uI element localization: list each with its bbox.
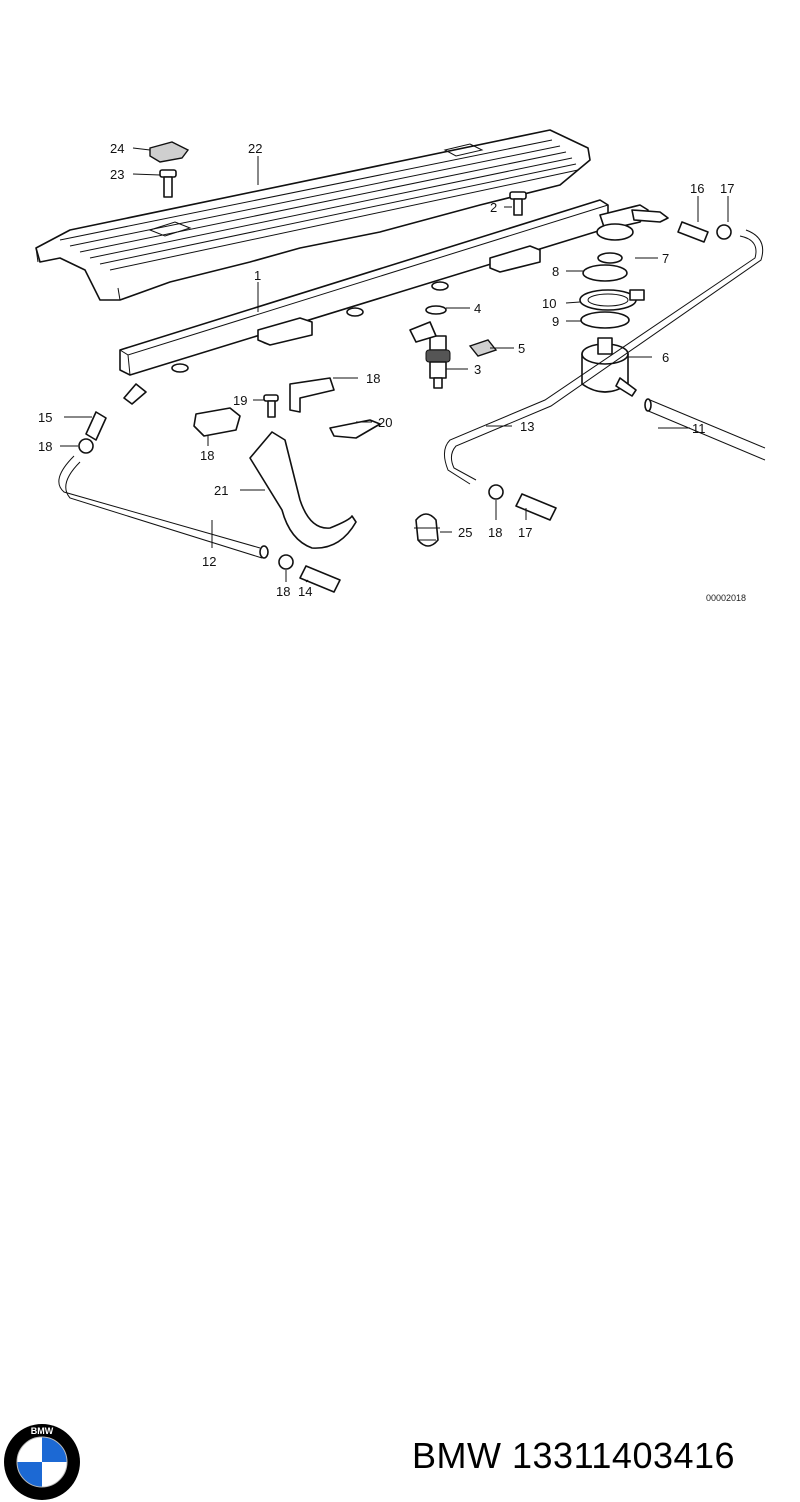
callout-20: 18 xyxy=(366,371,380,386)
pressure-regulator xyxy=(581,337,637,397)
sleeve-16 xyxy=(677,221,709,243)
callout-21: 21 xyxy=(214,483,228,498)
hose-11 xyxy=(644,398,766,461)
bolt-2 xyxy=(509,191,527,216)
hose-12 xyxy=(58,455,269,559)
clamp-10 xyxy=(579,289,645,311)
clamp-18-top xyxy=(716,224,732,240)
engine-cover xyxy=(35,129,591,301)
callout-11: 11 xyxy=(692,421,706,436)
callout-5: 5 xyxy=(518,341,525,356)
callout-4: 4 xyxy=(474,301,481,316)
bracket-23 xyxy=(329,419,381,439)
injector-3 xyxy=(409,321,451,389)
callout-16: 16 xyxy=(690,181,704,196)
callout-24: 25 xyxy=(458,525,472,540)
clamp-18-bottom-mid xyxy=(488,484,504,500)
callout-18-top: 17 xyxy=(720,181,734,196)
callout-19: 18 xyxy=(200,448,214,463)
bracket-20 xyxy=(289,377,335,413)
callout-27: 24 xyxy=(110,141,124,156)
footer: BMW BMW 13311403416 xyxy=(0,700,800,1500)
callout-22: 19 xyxy=(233,393,247,408)
callout-2: 2 xyxy=(490,200,497,215)
sleeve-14 xyxy=(299,565,341,593)
callout-18-bottom-left: 18 xyxy=(276,584,290,599)
leader-lines xyxy=(60,147,729,583)
bolt-22 xyxy=(263,394,279,418)
callout-12: 12 xyxy=(202,554,216,569)
brand-part-number: BMW 13311403416 xyxy=(412,1435,735,1477)
clamp-18-left xyxy=(78,438,94,454)
diagram-ref-code: 00002018 xyxy=(706,593,746,603)
brand-name: BMW xyxy=(412,1435,502,1476)
fuel-rail xyxy=(119,199,669,376)
callout-labels: 24 23 22 1 2 16 17 7 8 10 9 6 4 5 3 18 1… xyxy=(38,141,746,603)
callout-26: 23 xyxy=(110,167,124,182)
callout-25: 22 xyxy=(248,141,262,156)
callout-23: 20 xyxy=(378,415,392,430)
clip-5 xyxy=(468,339,498,357)
clip-24 xyxy=(414,513,440,547)
bmw-logo-letters: BMW xyxy=(31,1426,54,1436)
callout-18-left: 18 xyxy=(38,439,52,454)
callout-3: 3 xyxy=(474,362,481,377)
parts-diagram: 24 23 22 1 2 16 17 7 8 10 9 6 4 5 3 18 1… xyxy=(35,129,766,603)
callout-7: 7 xyxy=(662,251,669,266)
callout-15: 15 xyxy=(38,410,52,425)
clamp-18-bottom-left xyxy=(278,554,294,570)
bracket-21 xyxy=(249,431,357,549)
callout-18-bottom-mid: 18 xyxy=(488,525,502,540)
ring-9 xyxy=(580,311,630,329)
callout-13: 13 xyxy=(520,419,534,434)
callout-14: 14 xyxy=(298,584,312,599)
ring-7 xyxy=(597,252,623,264)
o-ring-4 xyxy=(425,305,447,315)
part-number: 13311403416 xyxy=(512,1435,736,1476)
bmw-logo: BMW xyxy=(4,1424,80,1500)
callout-6: 6 xyxy=(662,350,669,365)
callout-1: 1 xyxy=(254,268,261,283)
callout-17: 17 xyxy=(518,525,532,540)
sleeve-17 xyxy=(515,493,557,521)
callout-9: 9 xyxy=(552,314,559,329)
callout-10: 10 xyxy=(542,296,556,311)
bracket-19 xyxy=(193,407,241,437)
sleeve-15 xyxy=(85,383,147,441)
bolt-26 xyxy=(159,169,177,198)
clip-27 xyxy=(149,141,190,163)
callout-8: 8 xyxy=(552,264,559,279)
ring-8 xyxy=(582,264,628,282)
